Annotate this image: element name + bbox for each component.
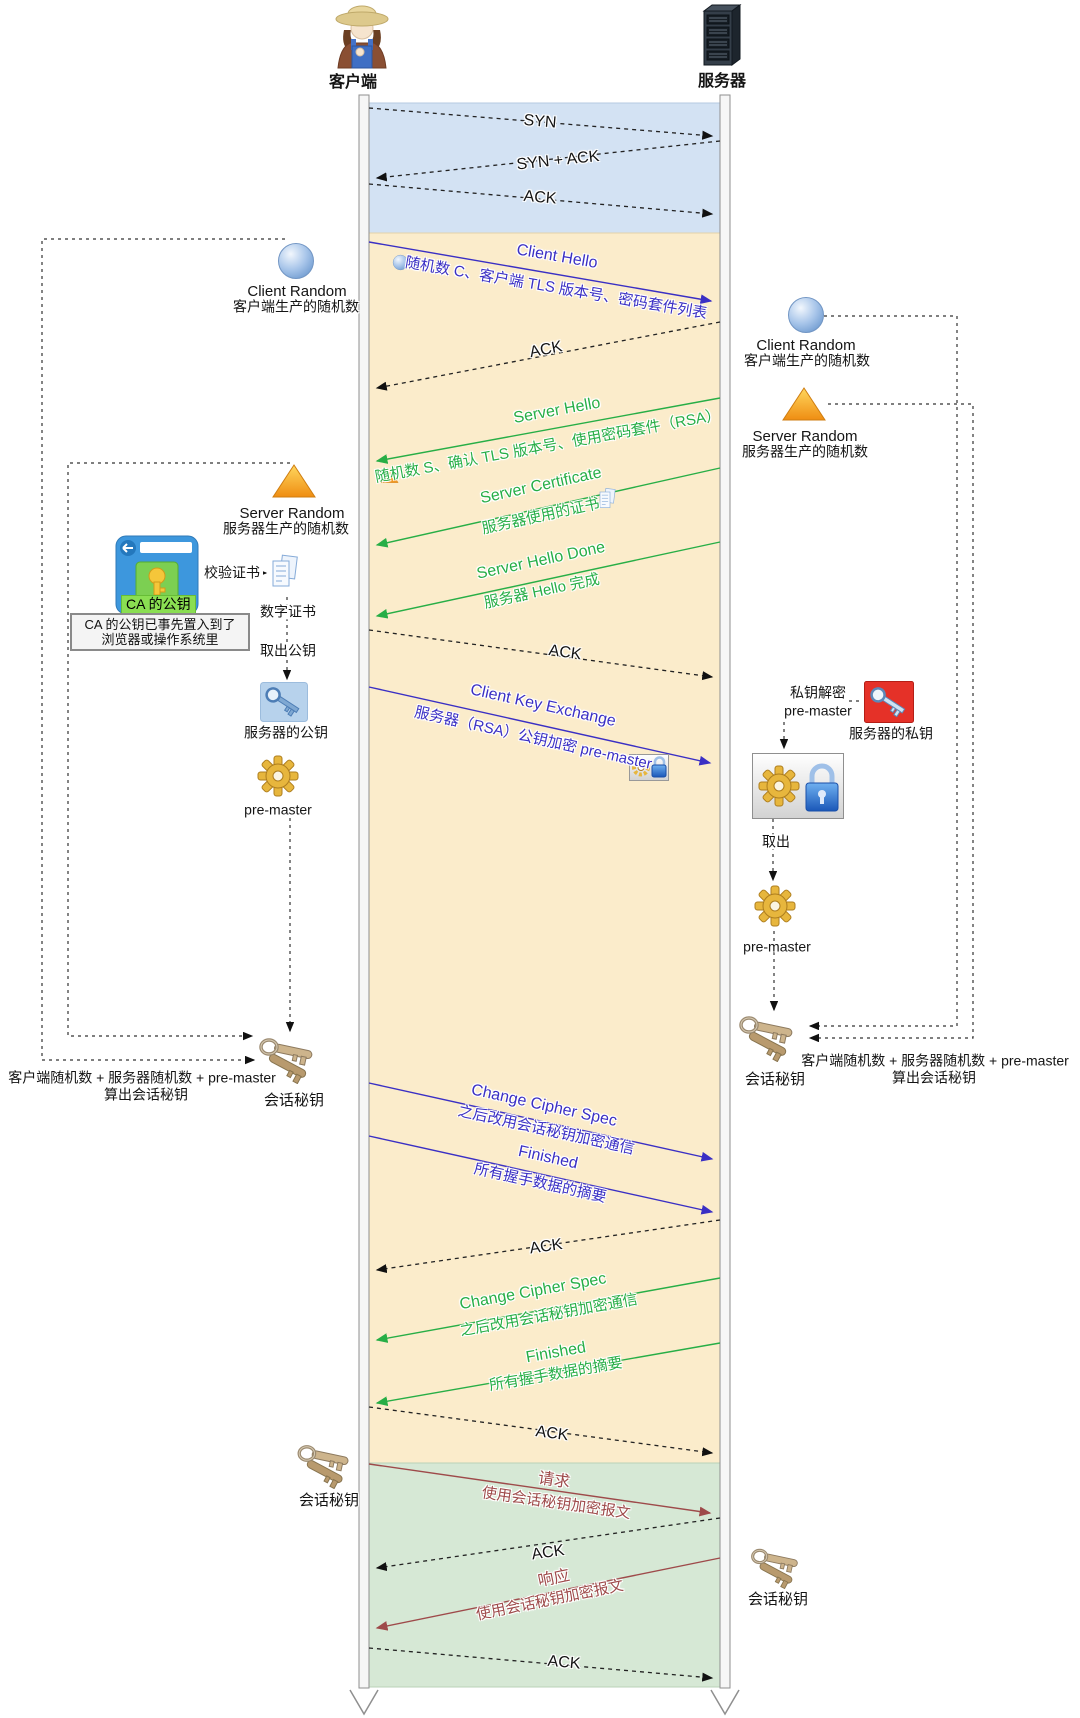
session-key-label-left: 会话秘钥 — [263, 1091, 325, 1109]
server-random-title-left: Server Random — [239, 504, 345, 522]
server-actor-label: 服务器 — [697, 73, 747, 91]
client-random-desc-right: 客户端生产的随机数 — [744, 352, 870, 369]
client-random-title-left: Client Random — [247, 282, 347, 300]
tls-handshake-band — [368, 232, 721, 1464]
server-rack-icon — [702, 4, 742, 66]
client-actor-label: 客户端 — [328, 74, 378, 92]
application-data-band — [368, 1462, 721, 1688]
ca-note-line1: CA 的公钥已事先置入到了 — [84, 617, 236, 632]
extract-label: 取出 — [759, 833, 793, 850]
server-public-key-label: 服务器的公钥 — [244, 724, 328, 741]
pre-master-gear-icon-right — [753, 884, 797, 928]
encrypted-pre-master-box-icon — [752, 753, 844, 819]
session-key-label-right: 会话秘钥 — [744, 1070, 806, 1088]
server-public-key-icon — [260, 682, 308, 722]
ca-public-key-label: CA 的公钥 — [121, 595, 196, 614]
server-random-desc-right: 服务器生产的随机数 — [742, 443, 868, 460]
pre-master-label-right: pre-master — [743, 938, 811, 955]
client-random-title-right: Client Random — [756, 336, 856, 354]
ca-note-line2: 浏览器或操作系统里 — [101, 632, 219, 647]
server-random-triangle-icon — [271, 462, 317, 500]
session-key-formula-right-line1: 客户端随机数 + 服务器随机数 + pre-master — [801, 1052, 1069, 1069]
server-lifeline — [719, 94, 731, 1689]
session-key-formula-left-line2: 算出会话秘钥 — [104, 1086, 188, 1103]
client-random-sphere-icon-right — [786, 295, 826, 335]
client-avatar-icon — [335, 5, 389, 69]
msg-ack-1: ACK — [522, 187, 558, 208]
pre-master-label-left: pre-master — [244, 801, 312, 818]
digital-certificate-icon — [270, 553, 300, 593]
extract-public-key-label: 取出公钥 — [257, 642, 319, 659]
session-key-keys-icon-right-bottom — [750, 1544, 808, 1590]
private-key-decrypt-label-line2: pre-master — [784, 702, 852, 719]
session-key-keys-icon-left-bottom — [296, 1441, 360, 1489]
ca-note-box: CA 的公钥已事先置入到了 浏览器或操作系统里 — [70, 613, 250, 651]
pre-master-gear-icon — [256, 754, 300, 798]
server-lifeline-arrow — [710, 1689, 740, 1716]
msg-ack-7: ACK — [546, 1652, 582, 1673]
certificate-small-icon — [598, 487, 617, 512]
server-random-triangle-icon-right — [781, 385, 827, 423]
encrypted-pre-master-bullet-icon — [629, 754, 669, 781]
session-key-keys-icon-right — [738, 1012, 804, 1062]
server-private-key-label: 服务器的私钥 — [849, 725, 933, 742]
client-random-sphere-icon — [276, 241, 316, 281]
tcp-handshake-band — [368, 102, 721, 234]
client-lifeline-arrow — [349, 1689, 379, 1716]
private-key-decrypt-label-line1: 私钥解密 — [790, 684, 846, 701]
session-key-label-left-bottom: 会话秘钥 — [298, 1491, 360, 1509]
digital-cert-label: 数字证书 — [257, 603, 319, 620]
server-private-key-icon — [864, 681, 914, 723]
client-random-desc-left: 客户端生产的随机数 — [233, 298, 359, 315]
server-random-desc-left: 服务器生产的随机数 — [223, 520, 349, 537]
client-lifeline — [358, 94, 370, 1689]
session-key-formula-right-line2: 算出会话秘钥 — [892, 1069, 976, 1086]
server-random-title-right: Server Random — [752, 427, 858, 445]
msg-syn: SYN — [522, 111, 558, 132]
session-key-label-right-bottom: 会话秘钥 — [747, 1590, 809, 1608]
session-key-formula-left-line1: 客户端随机数 + 服务器随机数 + pre-master — [8, 1069, 276, 1086]
verify-cert-label: 校验证书 — [201, 564, 263, 581]
